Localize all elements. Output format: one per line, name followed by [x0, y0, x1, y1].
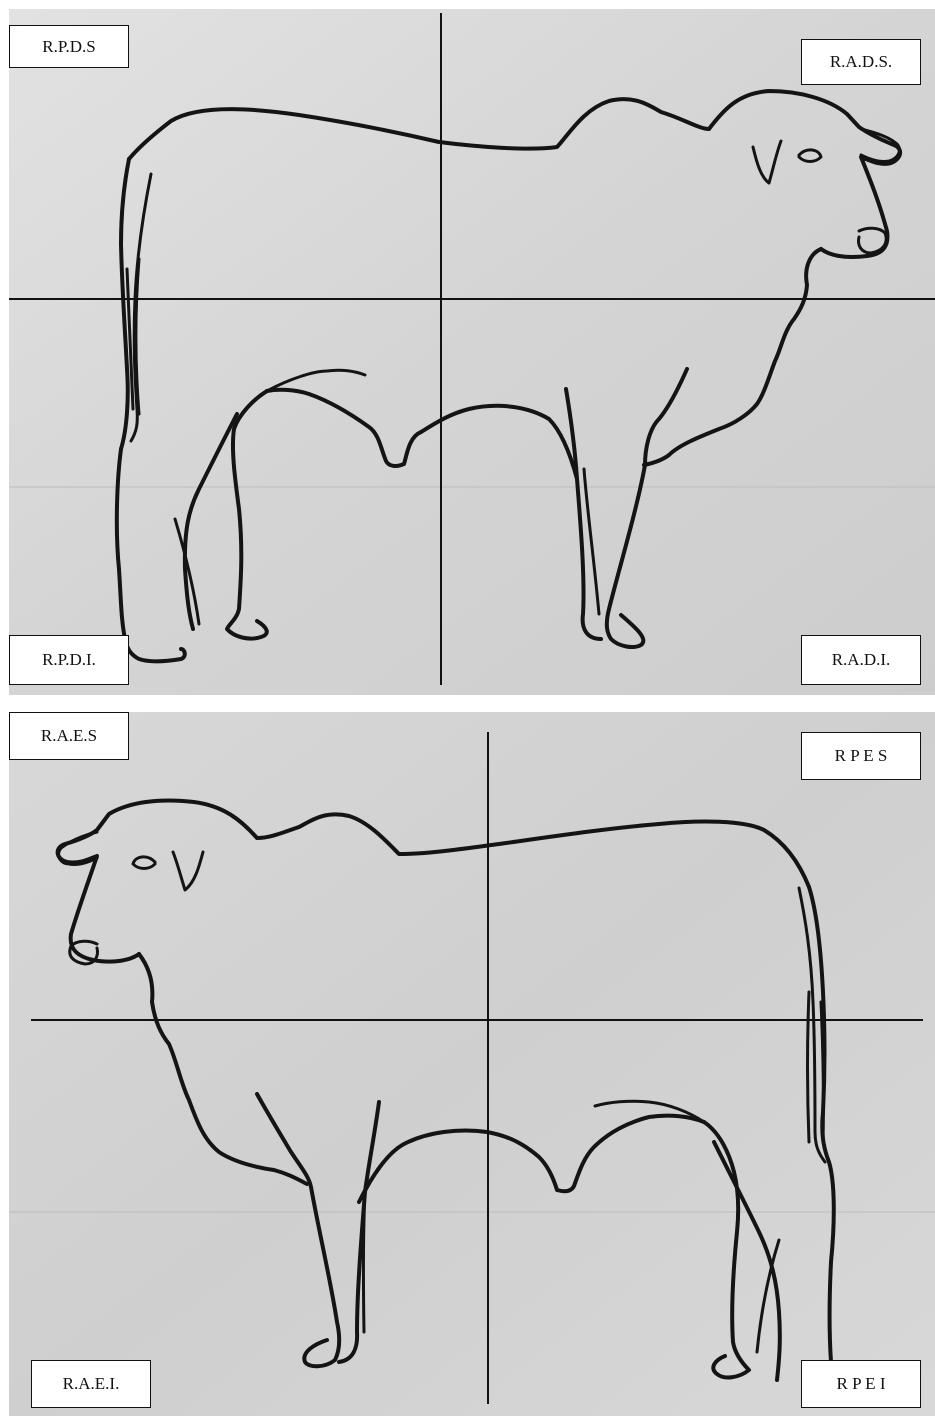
label-bottom-left: R.P.D.I.: [9, 635, 129, 685]
label-bottom-right: R P E I: [801, 1360, 921, 1408]
diagram-panel-right-side: R.P.D.S R.A.D.S. R.P.D.I. R.A.D.I.: [9, 9, 935, 695]
label-top-right: R P E S: [801, 732, 921, 780]
diagram-panel-left-side: R.A.E.S R P E S R.A.E.I. R P E I: [9, 712, 935, 1416]
cow-right-side-drawing: [9, 9, 935, 695]
label-bottom-right: R.A.D.I.: [801, 635, 921, 685]
label-top-left: R.P.D.S: [9, 25, 129, 68]
cow-left-side-drawing: [9, 712, 935, 1416]
label-bottom-left: R.A.E.I.: [31, 1360, 151, 1408]
label-top-right: R.A.D.S.: [801, 39, 921, 85]
label-top-left: R.A.E.S: [9, 712, 129, 760]
